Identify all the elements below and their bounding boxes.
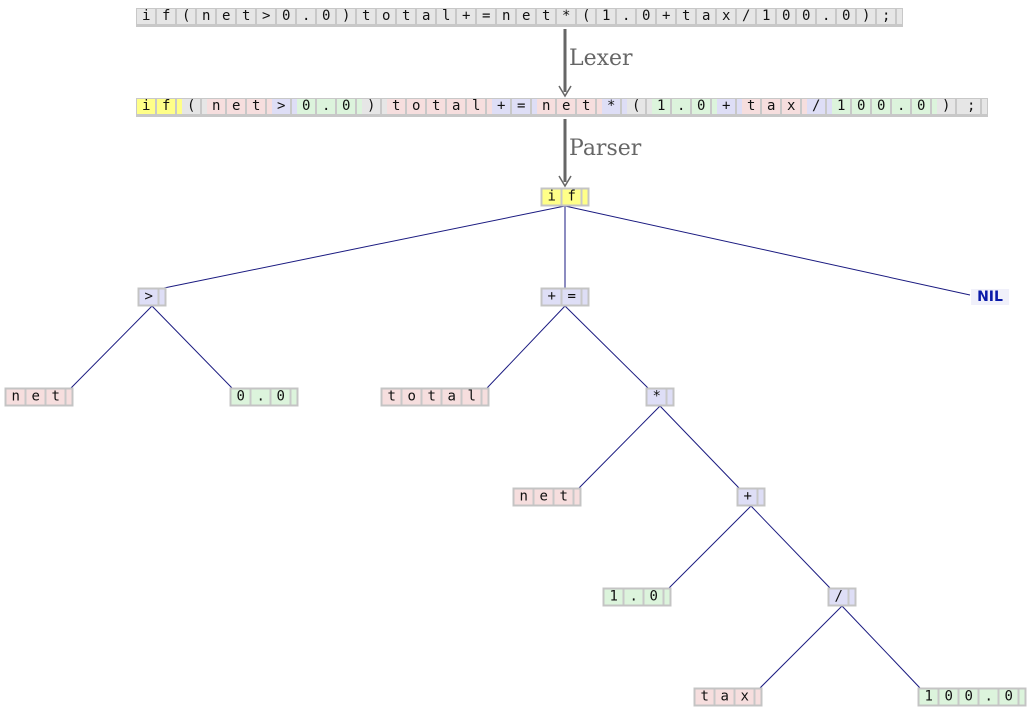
source-code-characters: if(net>0.0)total+=net*(1.0+tax/100.0); xyxy=(137,9,902,24)
tree-edge xyxy=(668,505,752,589)
token-op: > xyxy=(272,99,297,114)
tree-node-one: 1.0 xyxy=(602,587,672,607)
tree-node-label: 100.0 xyxy=(919,689,1025,705)
token-num: 0.0 xyxy=(297,99,362,114)
tree-node-label: if xyxy=(542,189,588,205)
token-num: 1.0 xyxy=(652,99,717,114)
tree-node-net1: net xyxy=(4,387,74,407)
token-id: net xyxy=(207,99,272,114)
tree-node-label: += xyxy=(542,289,588,305)
token-num: 100.0 xyxy=(832,99,937,114)
tree-node-label: 1.0 xyxy=(604,589,670,605)
token-plain: ) xyxy=(362,99,387,114)
tree-edge xyxy=(659,405,740,489)
lexer-arrowhead xyxy=(558,85,572,98)
tree-node-net2: net xyxy=(512,487,582,507)
tree-node-tax: tax xyxy=(693,687,763,707)
tree-edge xyxy=(151,305,233,389)
tree-node-label: net xyxy=(514,489,580,505)
lexer-label: Lexer xyxy=(569,46,633,71)
token-op: += xyxy=(492,99,537,114)
token-plain: ; xyxy=(962,99,987,114)
token-plain: ) xyxy=(937,99,962,114)
token-op: / xyxy=(807,99,832,114)
token-id: tax xyxy=(742,99,807,114)
tree-node-label: 0.0 xyxy=(231,389,297,405)
tree-node-div: / xyxy=(827,587,857,607)
tree-node-label: total xyxy=(382,389,488,405)
token-id: total xyxy=(387,99,492,114)
tree-node-label: + xyxy=(738,489,764,505)
token-stream: if(net>0.0)total+=net*(1.0+tax/100.0); xyxy=(136,98,988,117)
tree-edge xyxy=(163,205,566,289)
tree-node-plus: + xyxy=(736,487,766,507)
tree-node-label: * xyxy=(647,389,673,405)
tree-edge xyxy=(486,305,566,389)
tree-node-if: if xyxy=(540,187,590,207)
token-plain: ( xyxy=(182,99,207,114)
tree-node-hundred: 100.0 xyxy=(917,687,1027,707)
tree-edge xyxy=(578,405,661,489)
tree-node-label: / xyxy=(829,589,855,605)
token-plain: ( xyxy=(627,99,652,114)
tree-node-label: > xyxy=(139,289,165,305)
parser-arrowhead xyxy=(558,175,572,188)
tree-node-gt: > xyxy=(137,287,167,307)
tree-edge xyxy=(759,605,843,689)
tree-edge xyxy=(750,505,831,589)
token-op: * xyxy=(602,99,627,114)
token-op: + xyxy=(717,99,742,114)
tree-edge xyxy=(841,605,921,689)
tree-edge xyxy=(564,205,971,296)
token-kw: if xyxy=(137,99,182,114)
tree-node-label: tax xyxy=(695,689,761,705)
tree-node-mul: * xyxy=(645,387,675,407)
tree-node-label: net xyxy=(6,389,72,405)
tree-node-pluseq: += xyxy=(540,287,590,307)
token-id: net xyxy=(537,99,602,114)
tree-edge xyxy=(564,305,649,389)
tree-node-nil: NIL xyxy=(971,289,1009,305)
parser-label: Parser xyxy=(569,136,642,161)
tree-node-total: total xyxy=(380,387,490,407)
tree-node-zero: 0.0 xyxy=(229,387,299,407)
source-code-row: if(net>0.0)total+=net*(1.0+tax/100.0); xyxy=(136,8,903,27)
tree-edge xyxy=(70,305,153,389)
